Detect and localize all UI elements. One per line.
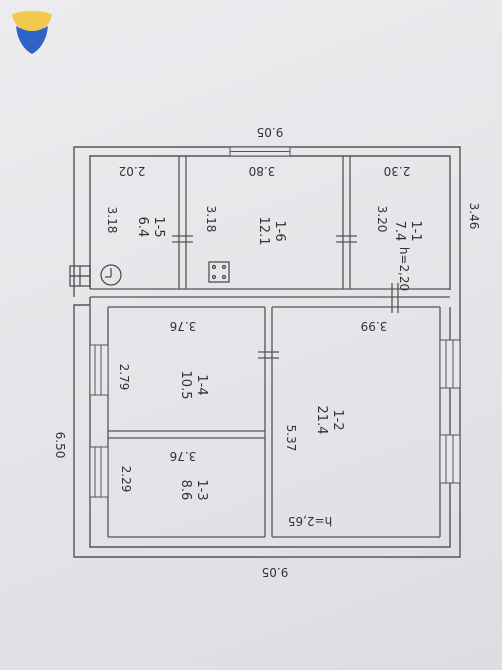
room-1-2-width: 3.99 [361, 319, 388, 333]
room-1-3-id: 1-3 [194, 479, 209, 500]
room-1-6-id: 1-6 [272, 220, 287, 241]
interior-walls [90, 156, 450, 538]
stove-icon [208, 261, 230, 283]
room-1-4-id: 1-4 [194, 374, 209, 395]
room-1-1-area: 7.4 [392, 221, 407, 242]
room-1-3-width: 3.76 [170, 449, 197, 463]
room-1-5-width: 2.02 [119, 164, 146, 178]
room-1-2-id: 1-2 [330, 409, 345, 430]
windows [89, 146, 461, 498]
fixtures [69, 261, 230, 287]
agency-logo [12, 11, 52, 54]
room-1-5-height: 3.18 [105, 207, 119, 234]
dim-right-height: 3.46 [467, 203, 481, 230]
room-1-6-height: 3.18 [204, 206, 218, 233]
ceiling-upper: h=2,20 [397, 247, 411, 291]
room-1-1-width: 2.30 [384, 164, 411, 178]
door-marks [172, 235, 399, 359]
room-1-1-height: 3.20 [375, 206, 389, 233]
dim-top-width: 9.05 [257, 125, 284, 139]
room-1-4-area: 10.5 [178, 371, 193, 400]
room-1-6-area: 12.1 [256, 217, 271, 246]
plan-labels: 9.05 9.05 6.50 3.46 2.30 1-1 7.4 3.20 h=… [53, 125, 481, 579]
room-1-2-area: 21.4 [314, 406, 329, 435]
ceiling-lower: h=2,65 [288, 514, 332, 528]
room-1-2-height: 5.37 [284, 425, 298, 452]
room-1-3-height: 2.29 [119, 466, 133, 493]
room-1-5-area: 6.4 [135, 217, 150, 238]
room-1-3-area: 8.6 [178, 480, 193, 501]
boiler-icon [100, 264, 122, 286]
room-1-4-width: 3.76 [170, 319, 197, 333]
room-1-1-id: 1-1 [408, 220, 423, 241]
room-1-4-height: 2.79 [117, 364, 131, 391]
room-1-6-width: 3.80 [249, 164, 276, 178]
dim-bottom-width: 9.05 [262, 565, 289, 579]
room-1-5-id: 1-5 [151, 216, 166, 237]
dim-left-height: 6.50 [53, 432, 67, 459]
